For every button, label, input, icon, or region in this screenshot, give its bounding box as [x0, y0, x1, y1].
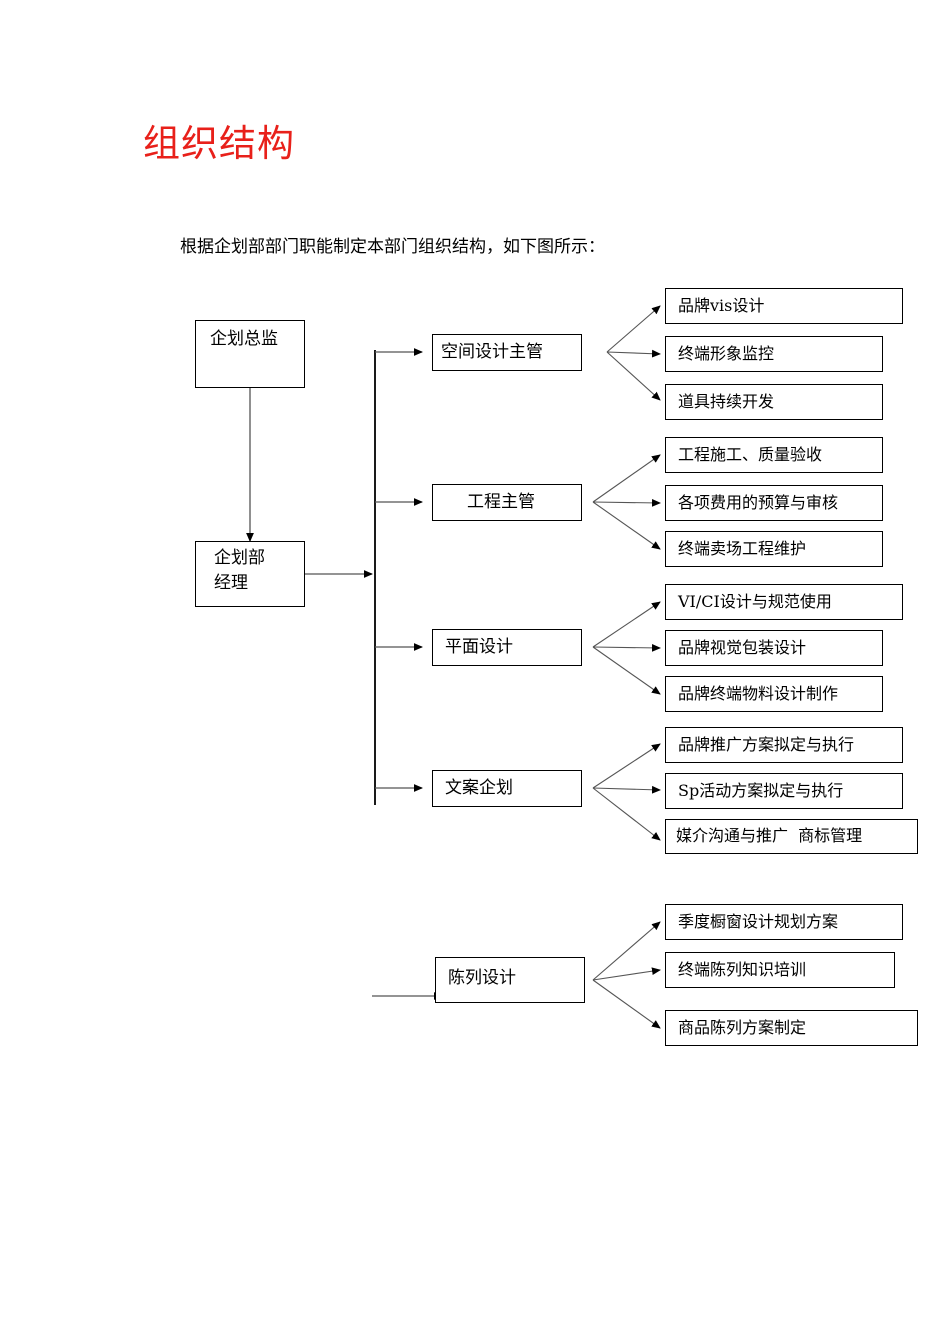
duty-box[interactable]: 商品陈列方案制定 [665, 1010, 918, 1046]
duty-box[interactable]: 终端卖场工程维护 [665, 531, 883, 567]
duty-label: 媒介沟通与推广 商标管理 [676, 826, 863, 845]
duty-box[interactable]: 道具持续开发 [665, 384, 883, 420]
duty-box[interactable]: 各项费用的预算与审核 [665, 485, 883, 521]
duty-box[interactable]: 季度橱窗设计规划方案 [665, 904, 903, 940]
node-graphic-design-label: 平面设计 [445, 637, 513, 657]
node-director[interactable]: 企划总监 [195, 320, 305, 388]
node-manager-label: 企划部 经理 [214, 548, 265, 593]
duty-label: 各项费用的预算与审核 [678, 493, 839, 512]
duty-box[interactable]: 终端形象监控 [665, 336, 883, 372]
duty-label: 品牌终端物料设计制作 [678, 684, 839, 703]
node-space-design-label: 空间设计主管 [441, 342, 543, 362]
duty-label: 道具持续开发 [678, 392, 775, 411]
node-graphic-design[interactable]: 平面设计 [432, 629, 582, 666]
duty-box[interactable]: 媒介沟通与推广 商标管理 [665, 819, 918, 854]
duty-label: Sp活动方案拟定与执行 [678, 781, 844, 800]
duty-box[interactable]: Sp活动方案拟定与执行 [665, 773, 903, 809]
duty-box[interactable]: 终端陈列知识培训 [665, 952, 895, 988]
duty-label: VI/CI设计与规范使用 [678, 592, 832, 611]
duty-box[interactable]: 工程施工、质量验收 [665, 437, 883, 473]
node-manager[interactable]: 企划部 经理 [195, 541, 305, 607]
node-engineering[interactable]: 工程主管 [432, 484, 582, 521]
node-display-design[interactable]: 陈列设计 [435, 957, 585, 1003]
duty-label: 商品陈列方案制定 [678, 1018, 807, 1037]
duty-label: 品牌视觉包装设计 [678, 638, 807, 657]
node-display-design-label: 陈列设计 [448, 968, 516, 988]
duty-label: 工程施工、质量验收 [678, 445, 823, 464]
duty-box[interactable]: 品牌终端物料设计制作 [665, 676, 883, 712]
node-copywriting[interactable]: 文案企划 [432, 770, 582, 807]
duty-label: 终端陈列知识培训 [678, 960, 807, 979]
intro-paragraph: 根据企划部部门职能制定本部门组织结构，如下图所示： [180, 237, 605, 257]
duty-label: 品牌vis设计 [678, 296, 765, 315]
duty-box[interactable]: 品牌推广方案拟定与执行 [665, 727, 903, 763]
page-title: 组织结构 [143, 122, 295, 165]
duty-box[interactable]: VI/CI设计与规范使用 [665, 584, 903, 620]
duty-box[interactable]: 品牌vis设计 [665, 288, 903, 324]
node-director-label: 企划总监 [210, 329, 278, 349]
node-engineering-label: 工程主管 [467, 492, 535, 512]
duty-label: 终端卖场工程维护 [678, 539, 807, 558]
node-space-design[interactable]: 空间设计主管 [432, 334, 582, 371]
node-copywriting-label: 文案企划 [445, 778, 513, 798]
duty-label: 终端形象监控 [678, 344, 775, 363]
duty-box[interactable]: 品牌视觉包装设计 [665, 630, 883, 666]
duty-label: 品牌推广方案拟定与执行 [678, 735, 855, 754]
duty-label: 季度橱窗设计规划方案 [678, 912, 839, 931]
